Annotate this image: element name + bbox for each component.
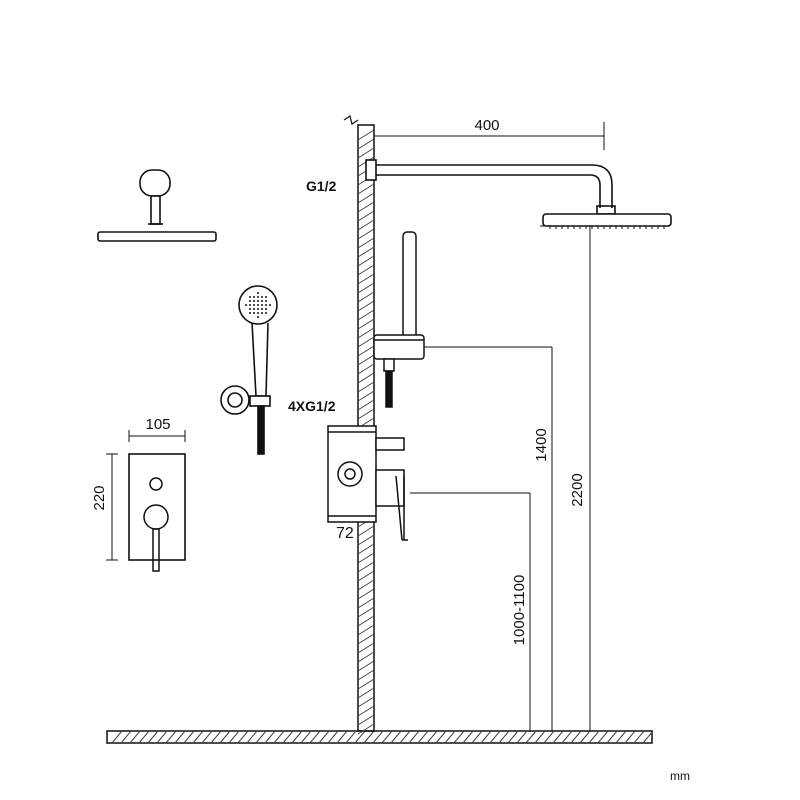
plate-height-label: 220 bbox=[91, 485, 108, 510]
rain-shower-head bbox=[542, 213, 672, 229]
arm-length-label: 400 bbox=[474, 117, 499, 134]
arm-length-dimension: 400 bbox=[373, 117, 605, 150]
valve-connections-label: 4XG1/2 bbox=[288, 398, 336, 414]
valve-depth-label: 72 bbox=[336, 525, 354, 542]
floor bbox=[106, 730, 654, 744]
wall bbox=[343, 115, 375, 735]
plate-width-label: 105 bbox=[145, 416, 170, 433]
rain-head-detail bbox=[97, 169, 217, 242]
inlet-thread-label: G1/2 bbox=[306, 178, 337, 194]
head-height-dimension bbox=[540, 225, 600, 731]
valve-height-label: 1000-1100 bbox=[511, 575, 528, 646]
handshower-height-label: 1400 bbox=[533, 428, 550, 461]
handshower-height-dimension bbox=[424, 346, 553, 731]
hand-shower-detail bbox=[220, 285, 278, 455]
concealed-valve bbox=[327, 425, 408, 541]
valve-height-dimension bbox=[410, 492, 531, 731]
valve-plate-detail bbox=[106, 430, 186, 572]
unit-label: mm bbox=[670, 769, 690, 783]
hand-shower-on-wall bbox=[373, 231, 425, 408]
head-height-label: 2200 bbox=[569, 473, 586, 506]
shower-arm bbox=[365, 159, 616, 215]
